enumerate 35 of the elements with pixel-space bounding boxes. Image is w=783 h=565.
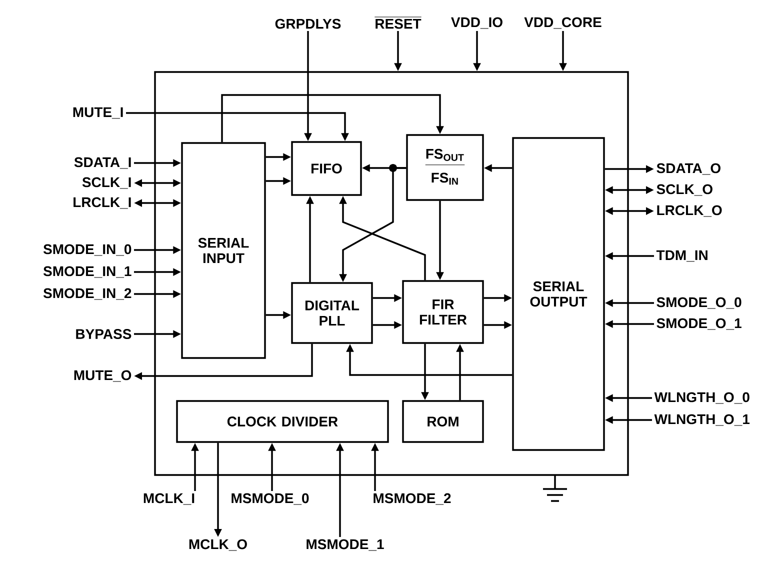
pin-label: VDD_CORE (524, 17, 602, 29)
block-box: CLOCK DIVIDER (176, 400, 389, 443)
pin-label: LRCLK_O (657, 205, 722, 217)
pin-label: MCLK_I (144, 493, 194, 505)
pin-label: MSMODE_2 (374, 493, 451, 505)
pin-label: TDM_IN (656, 250, 708, 262)
block-box: FS$_{OUT}$ FS$_{IN}$ (406, 134, 484, 201)
pin-label: MSMODE_0 (232, 493, 309, 505)
pin-label: SMODE_IN_2 (43, 288, 132, 300)
pin-label: MUTE_I (73, 107, 123, 119)
arrow (221, 94, 444, 142)
block-box: SERIAL OUTPUT (512, 137, 605, 451)
block-box: DIGITAL PLL (291, 282, 373, 344)
pin-label: SMODE_IN_0 (43, 244, 132, 256)
pin-label: MUTE_O (74, 370, 132, 382)
pin-label: SDATA_O (656, 163, 720, 175)
block-box: ROM (402, 400, 484, 443)
pin-label: SMODE_O_1 (656, 318, 742, 330)
pin-label: WLNGTH_O_0 (654, 392, 750, 404)
pin-label: MCLK_O (189, 539, 247, 551)
pin-label: SMODE_IN_1 (43, 266, 132, 278)
pin-label: SDATA_I (74, 157, 131, 169)
pin-label: RESET (374, 16, 422, 29)
pin-label: SMODE_O_0 (656, 297, 742, 309)
pin-label: BYPASS (76, 329, 132, 339)
block-box: FIFO (291, 141, 362, 196)
pin-label: SCLK_I (82, 177, 131, 189)
pin-label: VDD_IO (451, 17, 502, 29)
pin-label: WLNGTH_O_1 (654, 414, 750, 426)
block-box: FIR FILTER (402, 280, 484, 344)
pin-label: MSMODE_1 (306, 539, 384, 551)
pin-label: GRPDLYS (275, 18, 341, 29)
pin-label: LRCLK_I (74, 197, 131, 209)
block-box: SERIAL INPUT (181, 142, 266, 359)
pin-label: SCLK_O (656, 184, 712, 196)
